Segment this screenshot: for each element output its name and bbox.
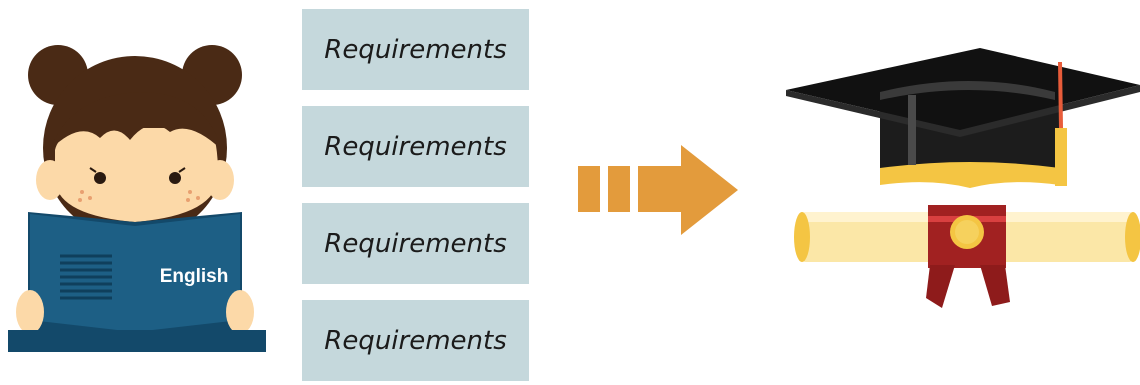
requirement-label: Requirements — [324, 325, 507, 356]
right-arrow-icon — [578, 145, 738, 235]
graduation-cap-diploma-icon — [786, 48, 1140, 308]
requirement-box-3: Requirements — [302, 203, 529, 284]
requirement-box-4: Requirements — [302, 300, 529, 381]
student-reading-icon: English — [8, 45, 266, 352]
book-title: English — [160, 266, 229, 287]
requirement-box-2: Requirements — [302, 106, 529, 187]
requirement-label: Requirements — [324, 131, 507, 162]
requirement-label: Requirements — [324, 34, 507, 65]
requirement-label: Requirements — [324, 228, 507, 259]
requirement-box-1: Requirements — [302, 9, 529, 90]
